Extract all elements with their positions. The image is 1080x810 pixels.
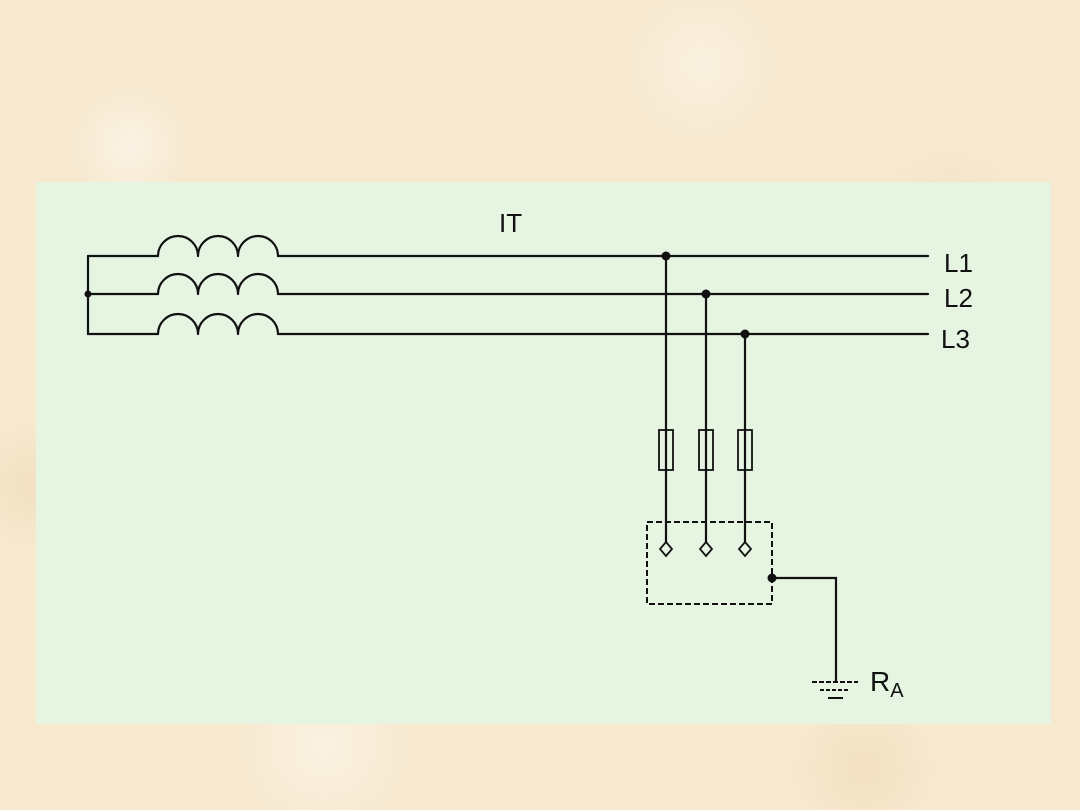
earth-resistance-label: RA bbox=[870, 666, 904, 702]
phase-label-l3: L3 bbox=[941, 324, 970, 354]
terminal-l1 bbox=[658, 540, 674, 558]
system-type-label: IT bbox=[499, 208, 523, 238]
junction-l3 bbox=[740, 329, 750, 339]
earth-symbol bbox=[812, 681, 858, 699]
terminal-l3 bbox=[737, 540, 753, 558]
earth-resistance-symbol: R bbox=[870, 666, 891, 697]
terminal-l2 bbox=[698, 540, 714, 558]
equipment-enclosure bbox=[646, 521, 773, 605]
protective-earth-conductor bbox=[772, 576, 838, 682]
junction-enclosure-earth bbox=[767, 573, 777, 583]
l3-winding bbox=[156, 312, 280, 336]
phase-label-l1: L1 bbox=[944, 248, 973, 278]
junction-source-l2 bbox=[84, 290, 92, 298]
junction-l1 bbox=[661, 251, 671, 261]
earth-resistance-subscript: A bbox=[890, 680, 904, 702]
l1-winding bbox=[156, 234, 280, 258]
l2-winding bbox=[156, 272, 280, 296]
diagram-panel bbox=[36, 182, 1051, 724]
junction-l2 bbox=[701, 289, 711, 299]
phase-label-l2: L2 bbox=[944, 283, 973, 313]
